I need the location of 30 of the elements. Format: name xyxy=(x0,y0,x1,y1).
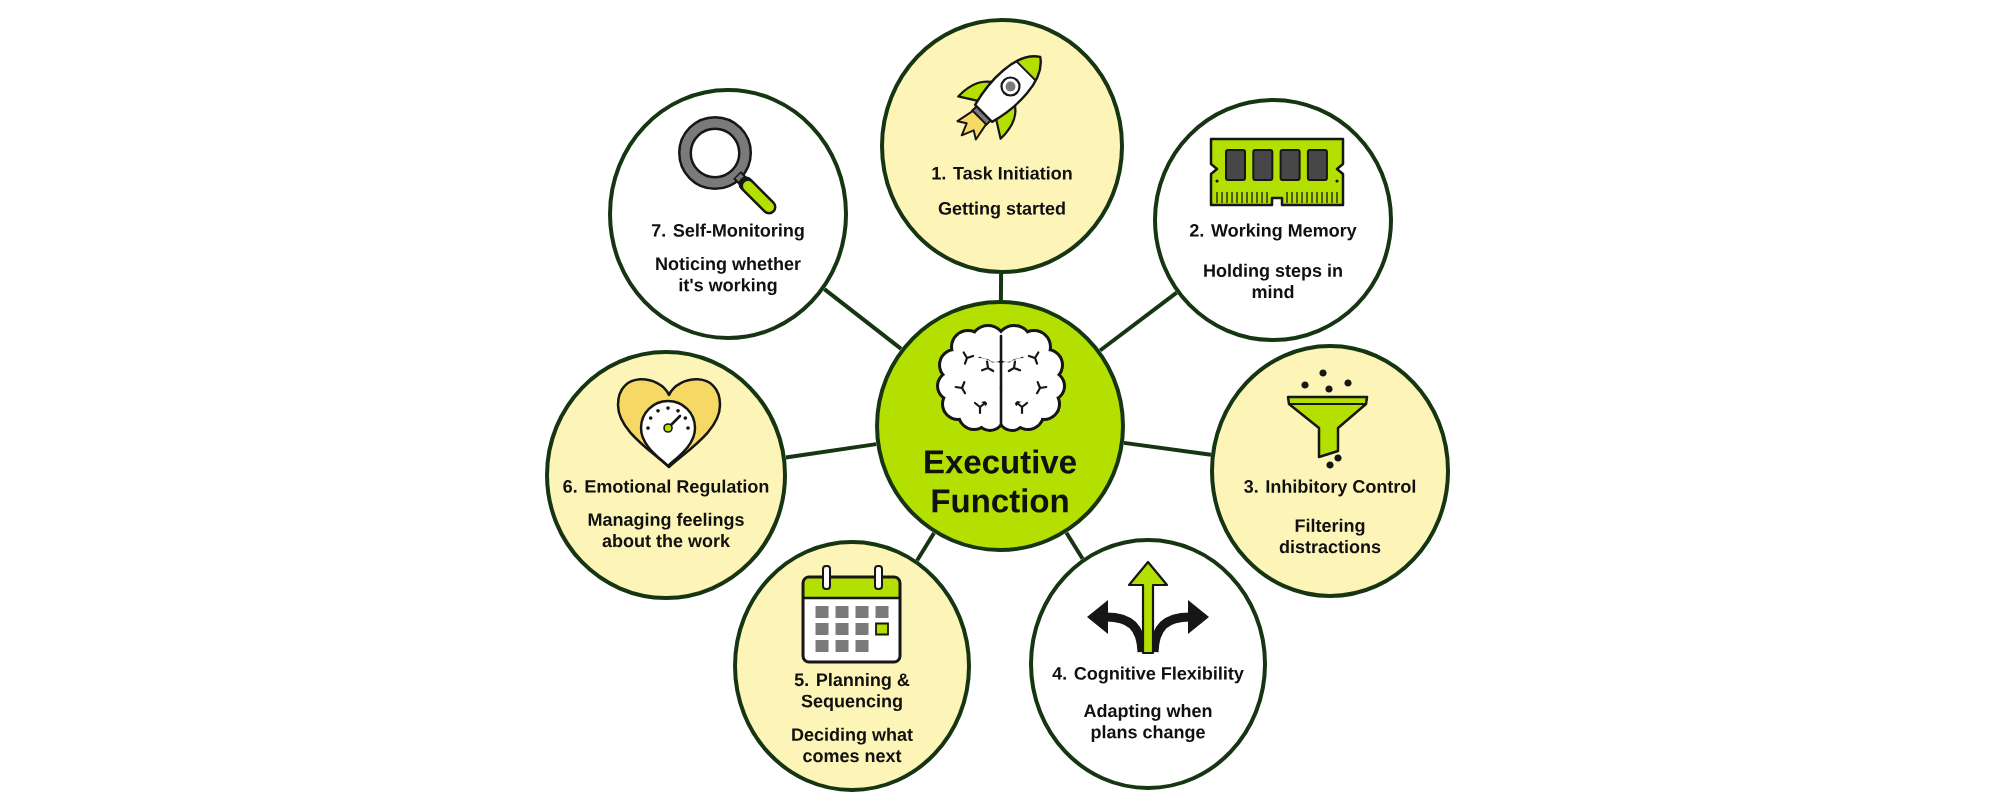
heading: 5. Planning & Sequencing xyxy=(794,672,910,712)
description: Managing feelings about the work xyxy=(588,512,744,548)
topic-circle xyxy=(1210,344,1450,598)
description: Deciding what comes next xyxy=(792,727,913,763)
heading: 2. Working Memory xyxy=(1189,223,1357,241)
description: Noticing whether it's working xyxy=(656,256,801,296)
topic-circle xyxy=(1153,98,1393,342)
connector-line xyxy=(1098,291,1178,353)
topic-circle xyxy=(545,350,787,600)
heading: 3. Inhibitory Control xyxy=(1244,479,1416,497)
topic-circle xyxy=(608,88,848,340)
topic-circle xyxy=(880,18,1124,274)
center-label: Executive Function xyxy=(925,449,1076,513)
connector-line xyxy=(785,442,877,460)
connector-line xyxy=(823,287,903,351)
heading: 6. Emotional Regulation xyxy=(563,479,769,497)
heading: 7. Self-Monitoring xyxy=(651,223,804,241)
topic-circle xyxy=(1029,538,1267,790)
connector-line xyxy=(1123,440,1212,457)
description: Adapting when plans change xyxy=(1083,703,1212,743)
description: Holding steps in mind xyxy=(1204,263,1342,299)
connector-line xyxy=(998,273,1004,301)
connector-line xyxy=(915,531,936,562)
heading: 4. Cognitive Flexibility xyxy=(1052,666,1244,684)
connector-line xyxy=(1064,531,1085,560)
description: Filtering distractions xyxy=(1279,518,1381,554)
topic-circle xyxy=(733,540,971,792)
heading: 1. Task Initiation xyxy=(932,166,1072,180)
center-circle xyxy=(875,300,1125,552)
description: Getting started xyxy=(938,201,1065,219)
